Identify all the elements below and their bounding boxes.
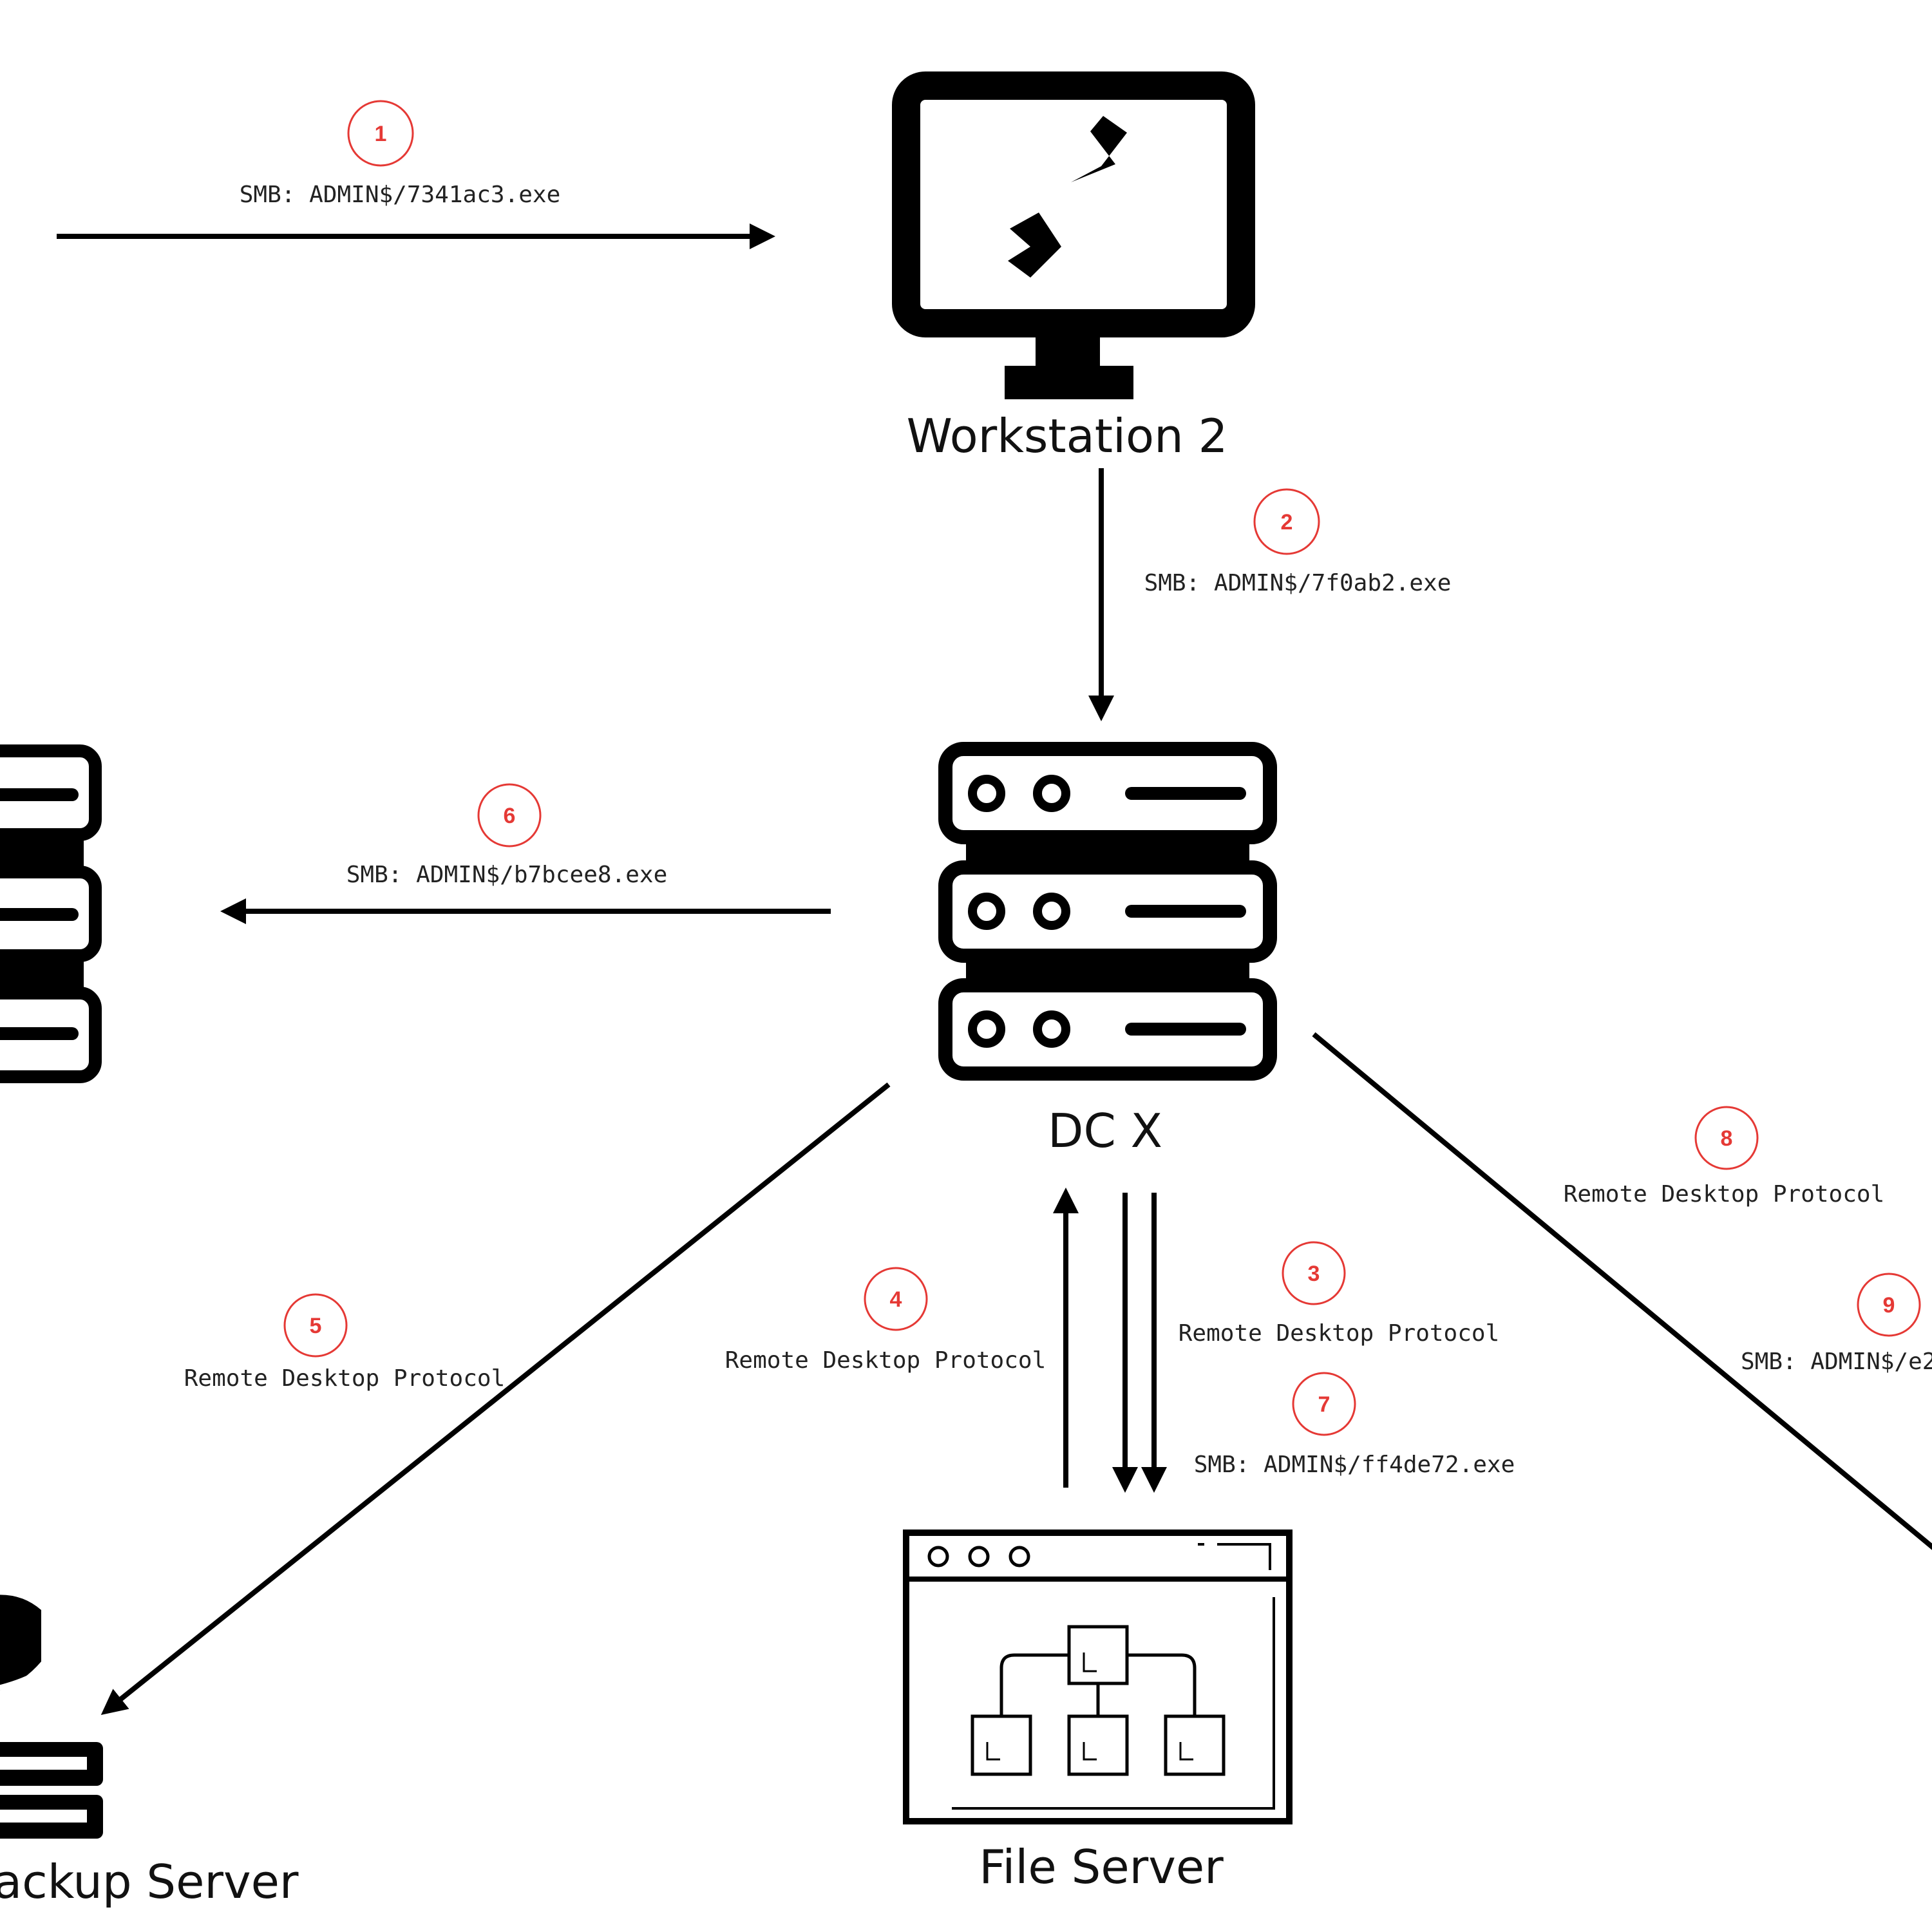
edge-5: 5 Remote Desktop Protocol [184,1293,506,1392]
edge-label: Remote Desktop Protocol [725,1347,1046,1374]
backup-server-node[interactable]: ackup Server [0,1595,299,1909]
edges [57,223,1932,1715]
monitor-remote-desktop-icon [892,71,1255,399]
step-badge [283,1293,348,1358]
edge-2: 2 SMB: ADMIN$/7f0ab2.exe [1144,488,1452,596]
database-server-icon [0,1595,103,1839]
step-number: 8 [1721,1126,1733,1151]
edge-label: SMB: ADMIN$/b7bcee8.exe [346,862,668,888]
step-badge [1694,1106,1759,1170]
edge-label: SMB: ADMIN$/ff4de72.exe [1194,1452,1515,1478]
step-number: 4 [890,1287,902,1312]
edge-5-arrow [100,1082,891,1715]
step-number: 2 [1281,510,1293,535]
edge-7: 7 SMB: ADMIN$/ff4de72.exe [1194,1372,1515,1478]
edge-4: 4 Remote Desktop Protocol [725,1267,1046,1374]
step-badge [347,100,414,167]
edge-6: 6 SMB: ADMIN$/b7bcee8.exe [346,783,668,888]
step-number: 6 [504,804,516,828]
step-number: 7 [1318,1392,1331,1417]
server-rack-icon [938,742,1277,1081]
file-server-label: File Server [979,1840,1224,1894]
step-badge [1292,1372,1356,1436]
edge-label: Remote Desktop Protocol [1564,1181,1885,1208]
edge-9: 9 SMB: ADMIN$/e2 [1741,1273,1932,1375]
backup-server-label: ackup Server [0,1855,299,1909]
edge-label: SMB: ADMIN$/7f0ab2.exe [1144,570,1452,596]
file-server-node[interactable]: File Server [903,1530,1293,1894]
step-number: 3 [1308,1262,1320,1286]
step-badge [1282,1241,1346,1305]
step-badge [1857,1273,1921,1337]
dc-label: DC X [1048,1104,1162,1158]
step-badge [1253,488,1320,555]
file-server-window-icon [903,1530,1293,1824]
workstation-label: Workstation 2 [907,409,1228,463]
edge-label: SMB: ADMIN$/7341ac3.exe [240,182,561,208]
step-number: 5 [310,1314,322,1338]
edge-label: Remote Desktop Protocol [1179,1320,1500,1347]
step-number: 1 [375,122,387,146]
server-rack-icon [0,744,102,1083]
left-server-node[interactable] [0,744,102,1083]
workstation-node[interactable]: Workstation 2 [892,71,1255,463]
edge-1: 1 SMB: ADMIN$/7341ac3.exe [240,100,561,208]
edge-label: Remote Desktop Protocol [184,1365,506,1392]
step-badge [864,1267,928,1331]
step-badge [477,783,542,848]
step-number: 9 [1883,1293,1895,1318]
edge-label: SMB: ADMIN$/e2 [1741,1349,1932,1375]
edge-3: 3 Remote Desktop Protocol [1179,1241,1500,1347]
edge-8-arrow [1312,1032,1932,1550]
edge-8: 8 Remote Desktop Protocol [1564,1106,1885,1208]
dc-node[interactable]: DC X [938,742,1277,1158]
